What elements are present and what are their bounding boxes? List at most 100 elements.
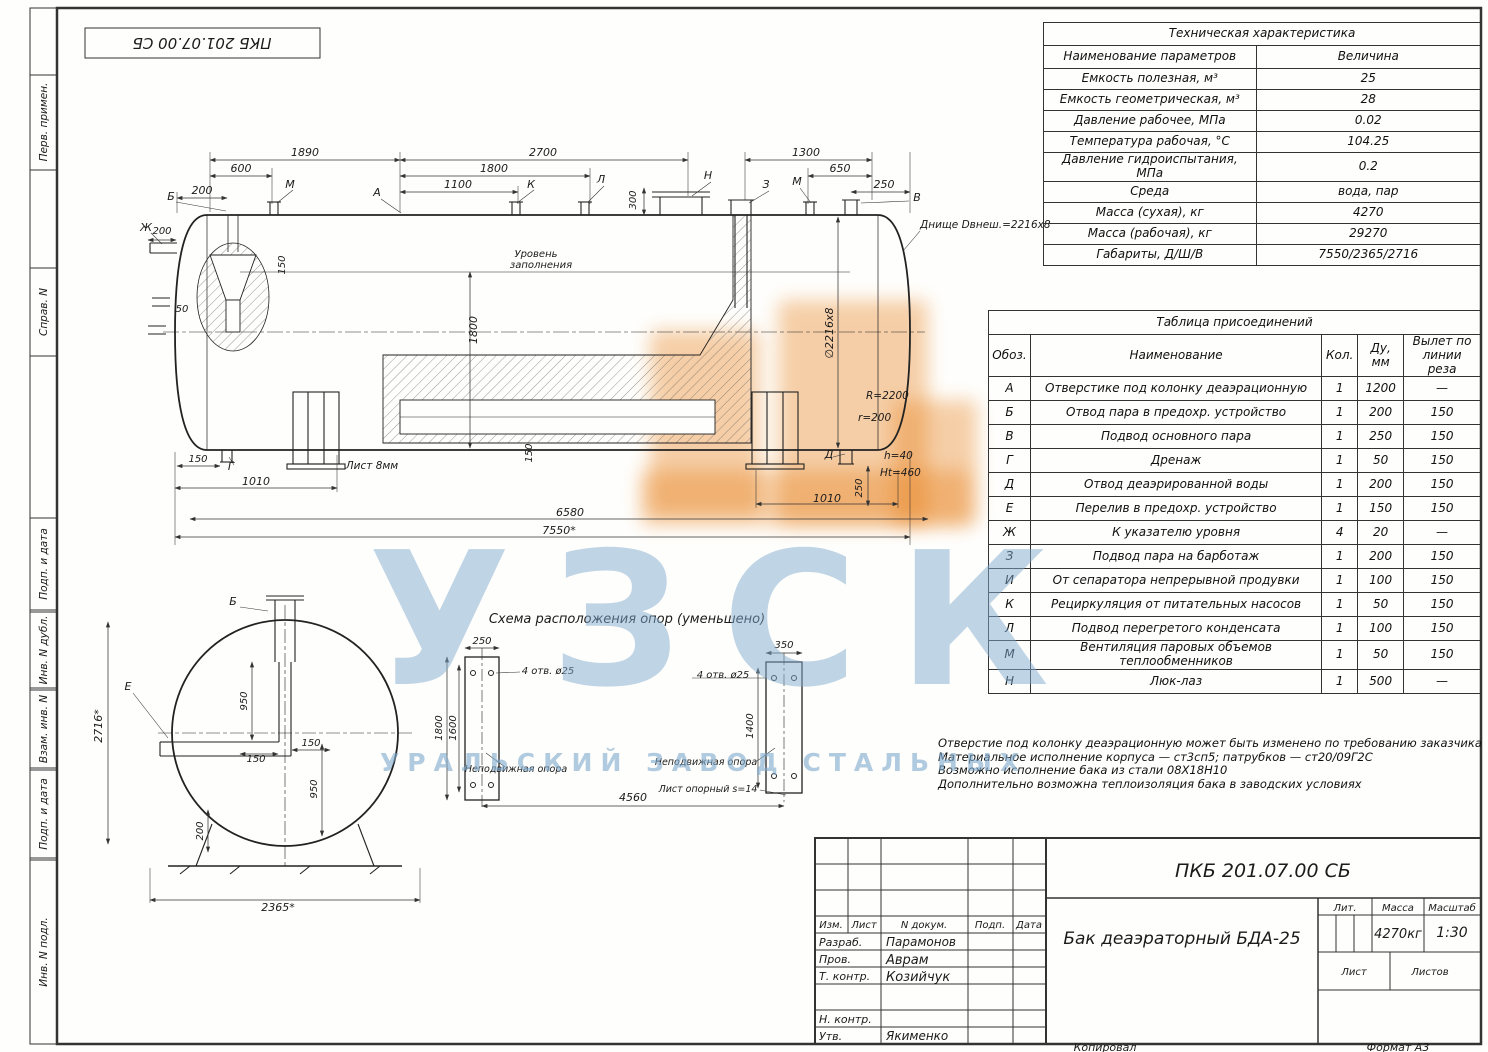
drawing-label: 1800 [467, 316, 480, 344]
conn-cell: 500 [1357, 668, 1405, 694]
conn-table-title: Таблица присоединений [988, 310, 1481, 335]
tech-cell: 0.02 [1255, 110, 1482, 132]
conn-header-vylet: Вылет по линии реза [1403, 333, 1481, 378]
conn-cell: 1 [1321, 568, 1359, 594]
conn-header-kol: Кол. [1321, 333, 1359, 378]
support-scheme [464, 648, 803, 808]
drawing-label: 150 [277, 255, 288, 274]
drawing-label: 4 отв. ø25 [522, 666, 575, 677]
drawing-label: А [372, 186, 381, 199]
role-name: Козийчук [886, 970, 950, 985]
tech-cell: 29270 [1255, 222, 1482, 245]
conn-cell: 50 [1357, 640, 1405, 670]
drawing-label: 6580 [556, 506, 584, 519]
connections-table: Таблица присоединений Обоз. Наименование… [988, 310, 1481, 694]
margin-label: Подп. и дата [38, 528, 50, 600]
title-block [814, 837, 1482, 1045]
conn-cell: 4 [1321, 520, 1359, 546]
conn-cell: 1 [1321, 496, 1359, 522]
tech-cell: 0.2 [1255, 152, 1482, 182]
doc-code-flipped: ПКБ 201.07.00 СБ [133, 34, 272, 52]
conn-cell: 100 [1357, 568, 1405, 594]
tech-cell: Давление рабочее, МПа [1043, 110, 1257, 132]
conn-cell: 150 [1357, 496, 1405, 522]
conn-cell: Е [988, 496, 1031, 522]
logo-watermark-blob [892, 400, 977, 525]
role-label: Утв. [819, 1030, 842, 1043]
margin-label: Подп. и дата [38, 778, 50, 850]
drawing-label: Б [229, 595, 237, 608]
drawing-label: 200 [152, 226, 171, 237]
format-label: Формат А3 [1367, 1041, 1430, 1052]
drawing-label: 1010 [242, 475, 270, 488]
tech-cell: 7550/2365/2716 [1255, 243, 1482, 266]
title-block-code: ПКБ 201.07.00 СБ [1175, 860, 1351, 882]
drawing-label: 150 [301, 738, 320, 749]
col-data: Дата [1015, 920, 1042, 931]
conn-cell: И [988, 568, 1031, 594]
conn-cell: Дренаж [1029, 448, 1323, 474]
drawing-label: Е [125, 680, 132, 693]
conn-cell: З [988, 544, 1031, 570]
drawing-label: В [913, 191, 921, 204]
drawing-label: Днище Dвнеш.=2216х8 [919, 219, 1051, 231]
tech-cell: 104.25 [1255, 131, 1482, 153]
conn-cell: Л [988, 616, 1031, 642]
drawing-label: Ht=460 [880, 467, 921, 479]
scale-value: 1:30 [1436, 925, 1468, 941]
conn-cell: 200 [1357, 472, 1405, 498]
margin-label: Инв. N подл. [38, 917, 50, 986]
drawing-label: К [527, 178, 536, 191]
role-label: Т. контр. [819, 970, 870, 983]
drawing-label: Неподвижная опора [465, 764, 568, 775]
conn-cell: 250 [1357, 424, 1405, 450]
conn-cell: Подвод основного пара [1029, 424, 1323, 450]
copied-label: Копировал [1074, 1041, 1137, 1052]
conn-cell: Д [988, 472, 1031, 498]
drawing-label: 150 [188, 454, 207, 465]
tech-cell: Масса (сухая), кг [1043, 201, 1257, 224]
conn-cell: 1 [1321, 616, 1359, 642]
conn-cell: 150 [1403, 544, 1481, 570]
tech-cell: 28 [1255, 89, 1482, 111]
drawing-label: 1600 [448, 715, 459, 740]
conn-cell: 20 [1357, 520, 1405, 546]
conn-cell: 150 [1403, 496, 1481, 522]
conn-cell: 150 [1403, 592, 1481, 618]
conn-cell: 200 [1357, 400, 1405, 426]
conn-cell: А [988, 376, 1031, 402]
mass-value: 4270кг [1374, 927, 1422, 942]
conn-cell: 1 [1321, 668, 1359, 694]
margin-label: Взам. инв. N [38, 695, 50, 763]
drawing-label: 950 [239, 691, 250, 710]
drawing-label: Лист опорный s=14 [658, 784, 758, 795]
drawing-label: 250 [854, 478, 865, 497]
sheet-frame [29, 6, 1483, 1046]
conn-cell: 1 [1321, 400, 1359, 426]
drawing-label: 7550* [542, 524, 576, 537]
tech-table: Техническая характеристика Наименование … [1043, 22, 1482, 266]
conn-cell: 150 [1403, 640, 1481, 670]
conn-cell: 200 [1357, 544, 1405, 570]
tech-cell: Емкость полезная, м³ [1043, 68, 1257, 90]
conn-cell: 150 [1403, 424, 1481, 450]
conn-cell: 1 [1321, 640, 1359, 670]
tech-header-param: Наименование параметров [1043, 45, 1257, 69]
conn-cell: 1 [1321, 424, 1359, 450]
drawing-label: 250 [874, 178, 895, 191]
drawing-label: 2365* [261, 901, 295, 914]
conn-cell: Рециркуляция от питательных насосов [1029, 592, 1323, 618]
drawing-label: Д [824, 448, 834, 461]
tech-header-value: Величина [1255, 45, 1482, 69]
